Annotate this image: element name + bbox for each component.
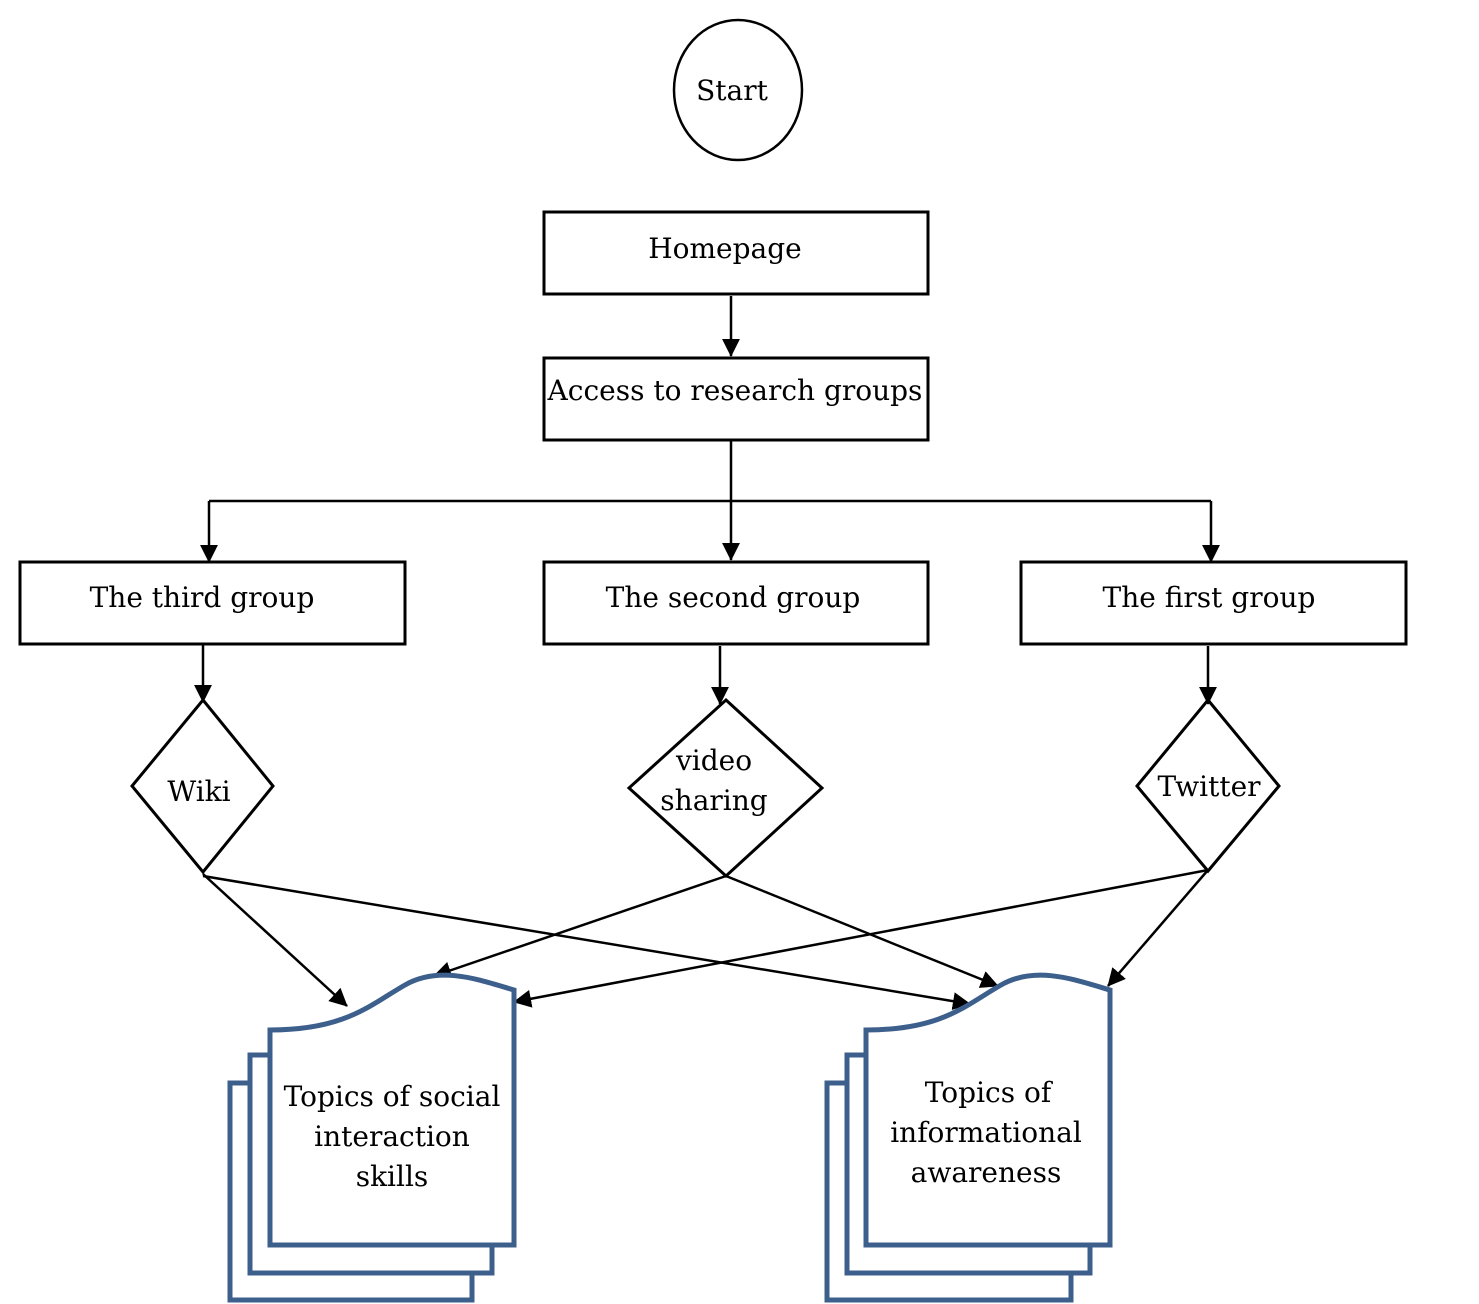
homepage-node: Homepage <box>542 210 930 296</box>
start-ellipse <box>672 18 804 162</box>
wiki-label: Wiki <box>167 775 230 808</box>
first-group-node: The first group <box>1019 560 1408 646</box>
second-group-node: The second group <box>542 560 930 646</box>
homepage-box <box>542 210 930 296</box>
informational-topics-label-line-1: Topics of <box>925 1076 1054 1109</box>
edge-video-informational <box>725 874 999 988</box>
access-label: Access to research groups <box>547 374 923 407</box>
informational-topics-label-line-2: informational <box>890 1116 1082 1149</box>
start-label: Start <box>696 74 769 107</box>
edge-wiki-informational <box>202 874 971 1011</box>
access-box <box>542 356 930 442</box>
social-topics-label-line-1: Topics of social <box>284 1080 501 1113</box>
third-group-label: The third group <box>90 581 315 614</box>
informational-topics-label-line-3: awareness <box>911 1156 1062 1189</box>
edge-video-social <box>433 874 727 979</box>
social-topics-label-line-3: skills <box>356 1160 429 1193</box>
social-topics-label-line-2: interaction <box>314 1120 470 1153</box>
homepage-label: Homepage <box>648 232 802 265</box>
wiki-diamond <box>130 697 275 875</box>
edge-wiki-social <box>202 873 348 1007</box>
third-group-box <box>18 560 407 646</box>
social-topics-documents: Topics of social interaction skills <box>227 972 517 1303</box>
second-group-box <box>542 560 930 646</box>
informational-topics-documents: Topics of informational awareness <box>824 972 1113 1303</box>
twitter-label: Twitter <box>1157 770 1261 803</box>
first-group-box <box>1019 560 1408 646</box>
video-sharing-label-line-1: video <box>675 744 752 777</box>
access-node: Access to research groups <box>542 356 930 442</box>
video-sharing-label-line-2: sharing <box>660 784 767 817</box>
first-group-label: The first group <box>1103 581 1316 614</box>
social-doc-front <box>267 972 517 1248</box>
third-group-node: The third group <box>18 560 407 646</box>
twitter-node: Twitter <box>1135 697 1281 874</box>
video-sharing-node: video sharing <box>626 697 825 879</box>
wiki-node: Wiki <box>130 697 275 875</box>
second-group-label: The second group <box>606 581 861 614</box>
start-node: Start <box>672 18 804 162</box>
informational-doc-front <box>863 972 1113 1248</box>
edge-twitter-informational <box>1107 869 1209 987</box>
edge-twitter-social <box>513 868 1209 1008</box>
connectors <box>194 296 1220 1011</box>
